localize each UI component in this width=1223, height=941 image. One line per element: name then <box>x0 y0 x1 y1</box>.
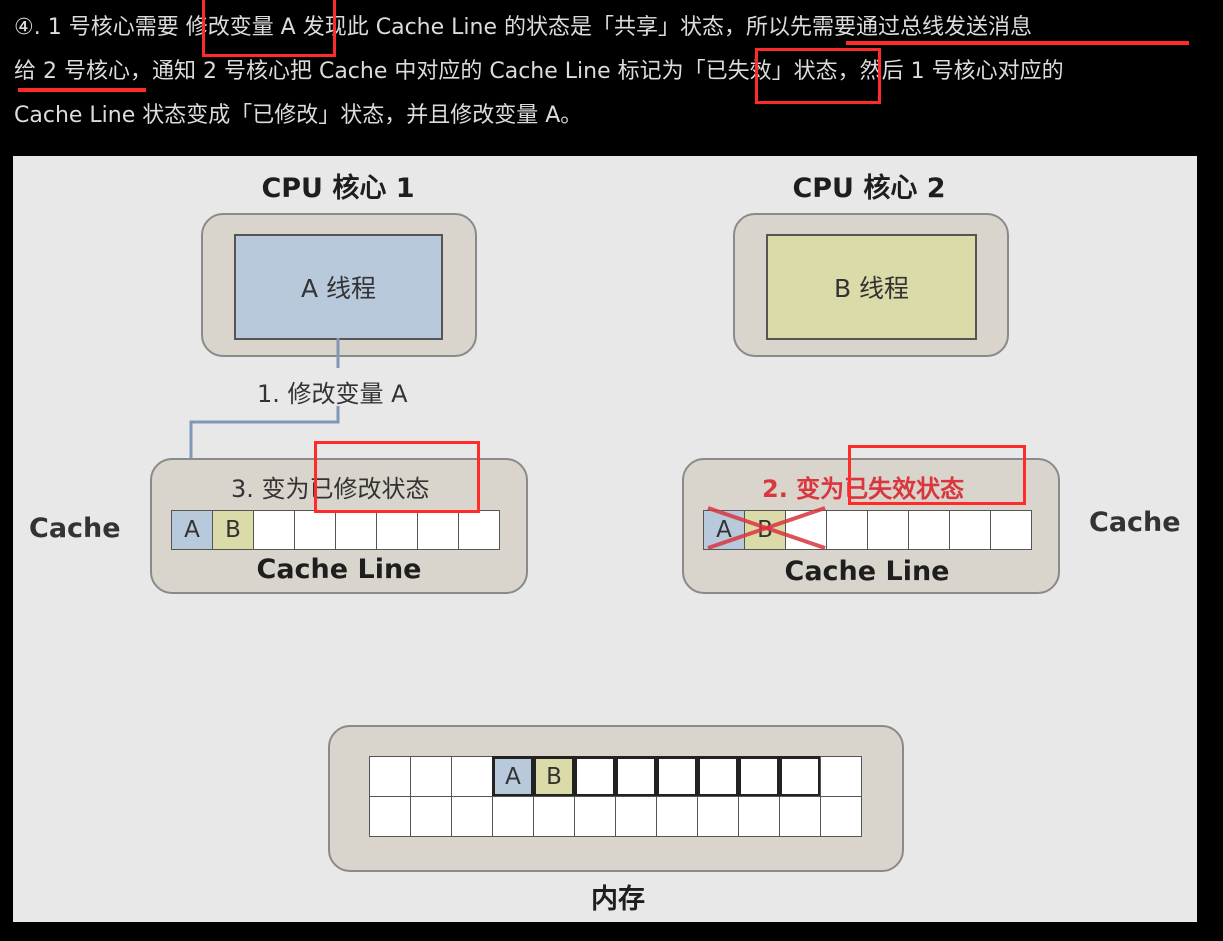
memory-cell <box>697 796 739 837</box>
core2-cache-label: Cache <box>1089 507 1181 538</box>
invalidated-cross-icon <box>707 506 826 550</box>
description-paragraph: ④. 1 号核心需要 修改变量 A 发现此 Cache Line 的状态是「共享… <box>14 6 1209 138</box>
thread-b: B 线程 <box>766 234 977 340</box>
core2-cache-line-label: Cache Line <box>784 556 950 587</box>
step1-label: 1. 修改变量 A <box>257 380 408 408</box>
memory-cell <box>369 796 411 837</box>
cache-coherence-diagram: CPU 核心 1 A 线程 1. 修改变量 A 3. 变为已修改状态 Cache… <box>13 156 1197 922</box>
core2-title: CPU 核心 2 <box>792 173 946 204</box>
paragraph-line-3: Cache Line 状态变成「已修改」状态，并且修改变量 A。 <box>14 103 583 128</box>
memory-cell <box>533 796 575 837</box>
memory-cell <box>820 756 862 797</box>
memory-cell: A <box>492 756 534 797</box>
memory-cell <box>697 756 739 797</box>
cache-cell <box>990 510 1032 550</box>
memory-cell: B <box>533 756 575 797</box>
memory-cell <box>656 756 698 797</box>
memory-cell <box>656 796 698 837</box>
cache-cell: A <box>171 510 213 550</box>
memory-row-1: A B <box>369 756 862 797</box>
step2-label: 2. 变为已失效状态 <box>762 475 965 503</box>
paragraph-line-2: 给 2 号核心，通知 2 号核心把 Cache 中对应的 Cache Line … <box>14 59 1064 84</box>
core1-cache-label: Cache <box>29 513 121 544</box>
cache-cell <box>949 510 991 550</box>
memory-cell <box>451 756 493 797</box>
cache-cell <box>376 510 418 550</box>
memory-cell <box>451 796 493 837</box>
cache-cell <box>867 510 909 550</box>
memory-cell <box>820 796 862 837</box>
cache-cell: B <box>212 510 254 550</box>
paragraph-line-1: ④. 1 号核心需要 修改变量 A 发现此 Cache Line 的状态是「共享… <box>14 15 1032 40</box>
memory-cell <box>410 756 452 797</box>
cache-cell <box>458 510 500 550</box>
core1-cache-row: A B <box>171 510 500 550</box>
memory-cell <box>369 756 411 797</box>
core1-title: CPU 核心 1 <box>261 173 415 204</box>
memory-cell <box>615 796 657 837</box>
memory-row-2 <box>369 796 862 837</box>
memory-title: 内存 <box>591 884 645 915</box>
thread-a: A 线程 <box>234 234 443 340</box>
memory-cell <box>738 756 780 797</box>
cache-cell <box>908 510 950 550</box>
core1-cache-line-label: Cache Line <box>256 554 422 585</box>
cache-cell <box>417 510 459 550</box>
memory-cell <box>779 796 821 837</box>
memory-cell <box>738 796 780 837</box>
memory-cell <box>492 796 534 837</box>
memory-cell <box>779 756 821 797</box>
memory-cell <box>574 756 616 797</box>
memory-cell <box>615 756 657 797</box>
memory-cell <box>410 796 452 837</box>
step3-label: 3. 变为已修改状态 <box>231 475 430 503</box>
memory-cell <box>574 796 616 837</box>
